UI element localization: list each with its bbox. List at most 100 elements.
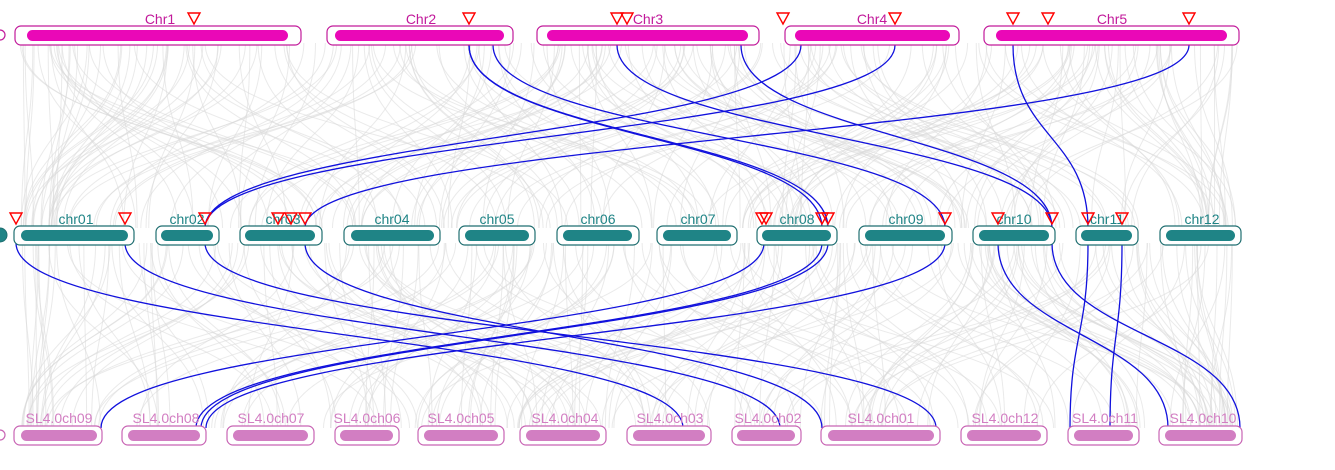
background-link [29,242,39,429]
background-link [942,42,1057,229]
gene-marker-icon [283,212,299,226]
background-link [1036,242,1202,429]
chromosome-bar [161,230,213,241]
gene-marker-icon [1044,212,1060,226]
background-link [37,42,137,229]
highlighted-link [304,44,1190,229]
background-link [380,242,576,429]
background-link [1156,42,1210,229]
background-link [582,42,809,229]
chromosome-label: SL4.0ch04 [532,410,599,426]
chromosome-bar [1074,430,1133,441]
chromosome-chr12: chr12 [1159,211,1242,246]
chromosome-label: chr08 [779,211,814,227]
background-link [834,42,993,229]
background-link [845,42,1172,229]
chromosome-label: chr01 [58,211,93,227]
background-link [111,242,205,429]
chromosome-bar [996,30,1227,41]
background-link [705,42,1044,229]
background-link [891,242,1208,429]
highlighted-synteny-links [15,44,1241,429]
background-link [1136,242,1214,429]
background-link [759,242,775,429]
background-link [257,42,378,229]
chromosome-label: SL4.0ch11 [1072,410,1138,426]
background-link [1103,42,1208,229]
background-link [356,242,532,429]
chromosome-bar [967,430,1041,441]
background-link [1218,42,1233,229]
background-link [1226,242,1233,429]
background-link [1176,242,1217,429]
background-link [150,242,286,429]
chromosome-chr5: Chr5 [983,11,1240,46]
background-link [601,42,817,229]
chromosome-bar [633,430,705,441]
gene-markers [8,12,1197,226]
chromosome-sl4-0ch05: SL4.0ch05 [417,410,505,446]
background-link [862,42,1108,229]
background-link [21,42,318,229]
background-link [1090,42,1119,229]
background-link [50,242,355,429]
chromosome-label: SL4.0ch01 [848,410,915,426]
background-link [56,42,138,229]
background-link [734,42,741,229]
background-link [679,242,959,429]
background-link [786,242,1110,429]
background-link [1193,42,1233,229]
background-link [916,242,1020,429]
background-link [1210,242,1218,429]
background-link [793,42,950,229]
chromosome-bar [21,230,128,241]
chromosome-label: SL4.0ch10 [1170,410,1237,426]
background-link [382,242,404,429]
background-link [584,242,653,429]
background-link [1213,42,1226,229]
chromosome-bar [351,230,434,241]
background-link [238,42,251,229]
background-link [502,242,538,429]
chromosome-sl4-0ch01: SL4.0ch01 [820,410,941,446]
background-link [483,242,824,429]
background-link [978,242,1025,429]
background-link [22,42,26,229]
background-link [812,242,935,429]
highlighted-link [200,242,829,429]
background-link [323,242,652,429]
bottom-genome-track: SL4.0ch09 SL4.0ch08 SL4.0ch07 SL4.0ch06 … [13,410,1243,446]
background-link [1199,42,1203,229]
gene-marker-icon [117,212,133,226]
chromosome-label: SL4.0ch06 [334,410,401,426]
chromosome-bar [27,30,288,41]
chromosome-chr05: chr05 [458,211,536,246]
gene-marker-icon [609,12,625,26]
background-link [342,42,472,229]
background-link [48,42,168,229]
gene-marker-icon [1040,12,1056,26]
background-link [1020,42,1183,229]
background-link [20,42,88,229]
background-link [314,42,622,229]
background-link [974,42,1072,229]
background-link [438,42,511,229]
background-link [136,242,457,429]
background-link [535,242,872,429]
background-link [1030,42,1064,229]
background-link [88,42,356,229]
background-link [562,242,652,429]
chromosome-bar [563,230,632,241]
background-link [54,42,246,229]
background-link [91,242,110,429]
background-link [370,42,544,229]
background-link [611,242,954,429]
background-link [1013,42,1100,229]
background-link [308,242,508,429]
chromosome-chr04: chr04 [343,211,441,246]
background-link [542,242,710,429]
background-link [575,242,746,429]
background-link [604,242,635,429]
background-link [851,242,1149,429]
background-link [521,242,565,429]
